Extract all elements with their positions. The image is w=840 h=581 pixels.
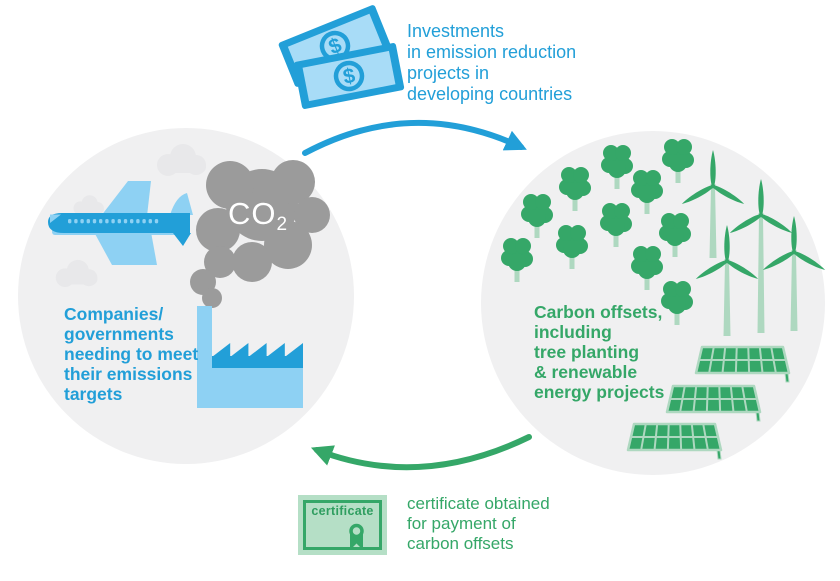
wind-turbine-icon (728, 179, 794, 333)
wind-farm (680, 150, 827, 336)
money-bills-icon: $ $ (278, 5, 405, 109)
certificate-caption: certificate obtained for payment of carb… (407, 494, 550, 553)
svg-text:$: $ (341, 64, 357, 89)
airplane-windows (68, 219, 159, 224)
wind-turbine-icon (680, 150, 746, 258)
companies-caption: Companies/ governments needing to meet t… (64, 304, 199, 404)
certificate-icon (298, 495, 387, 555)
airplane-icon (48, 181, 193, 265)
investment-arrow (302, 120, 527, 156)
smoke-cloud-icon (190, 160, 330, 308)
offsets-caption: Carbon offsets, including tree planting … (534, 302, 665, 402)
factory-icon (197, 306, 303, 408)
co2-label: CO2 (228, 196, 288, 235)
wind-turbine-icon (694, 225, 760, 336)
certificate-arrow (310, 434, 532, 471)
certificate-label: certificate (311, 504, 374, 518)
wind-turbine-icon (761, 216, 827, 331)
dollar-bill-front-icon: $ (293, 43, 405, 109)
investment-caption: Investments in emission reduction projec… (407, 21, 577, 104)
